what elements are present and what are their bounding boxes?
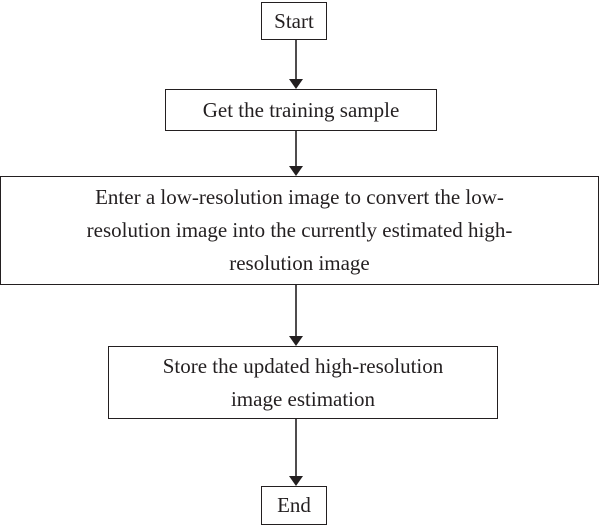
convert-image-line-1: Enter a low-resolution image to convert …: [95, 185, 504, 209]
convert-image-line-3: resolution image: [229, 251, 370, 275]
arrowhead-get-sample: [289, 79, 303, 89]
store-estimation-line-1: Store the updated high-resolution: [162, 353, 444, 378]
convert-image-node: Enter a low-resolution image to convert …: [0, 176, 599, 285]
store-estimation-line-2: image estimation: [230, 386, 376, 411]
end-node: End: [261, 486, 327, 525]
start-label: Start: [274, 8, 314, 33]
get-training-sample-label: Get the training sample: [202, 97, 400, 122]
store-estimation-node: Store the updated high-resolution image …: [108, 346, 498, 419]
start-node: Start: [261, 2, 327, 40]
arrowhead-end: [289, 476, 303, 486]
convert-image-text: Enter a low-resolution image to convert …: [87, 181, 513, 280]
store-estimation-text: Store the updated high-resolution image …: [163, 350, 444, 416]
end-label: End: [277, 493, 311, 517]
convert-image-line-2: resolution image into the currently esti…: [86, 218, 513, 242]
get-training-sample-node: Get the training sample: [165, 89, 437, 131]
arrowhead-convert: [289, 166, 303, 176]
arrowhead-store: [289, 336, 303, 346]
